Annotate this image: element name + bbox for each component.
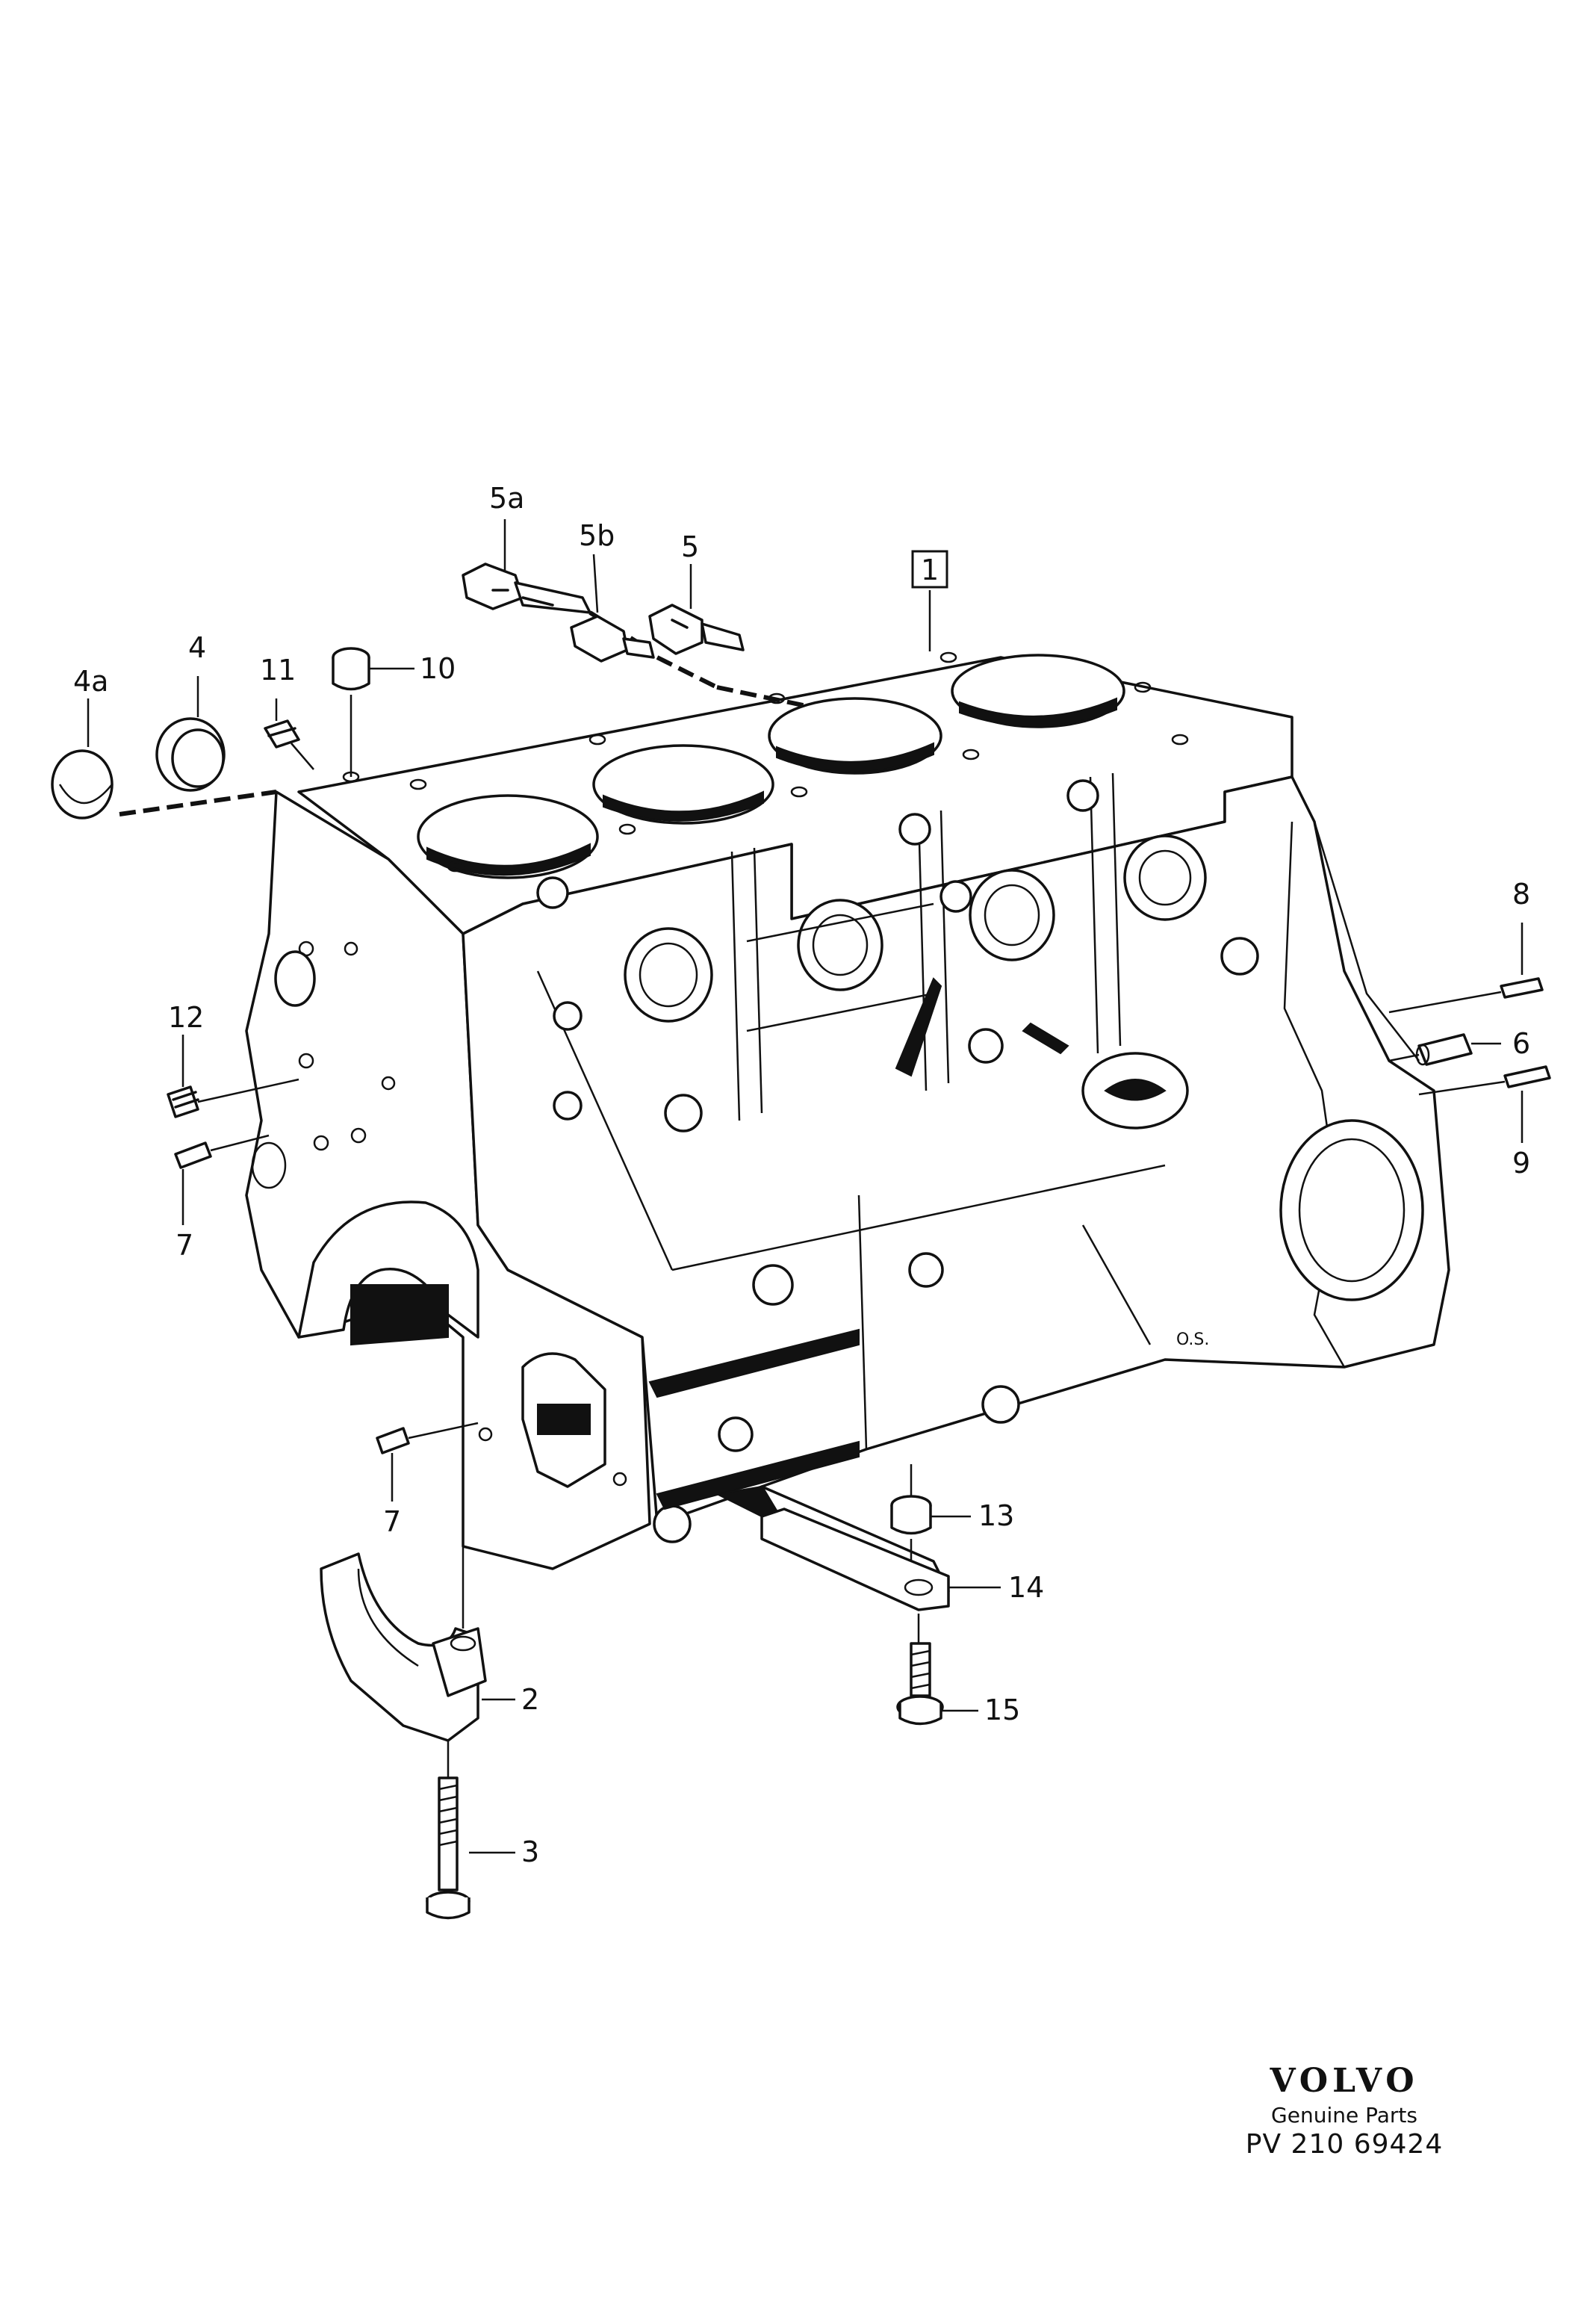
part-10-dowel-sleeve xyxy=(332,647,370,777)
callout-4: 4 xyxy=(188,631,206,664)
part-7-dowel-left xyxy=(174,1134,270,1169)
callout-14: 14 xyxy=(1008,1571,1044,1604)
callout-11: 11 xyxy=(260,654,296,687)
callout-7-lower: 7 xyxy=(383,1505,401,1538)
part-7-dowel-lower xyxy=(376,1422,479,1454)
part-4-cap xyxy=(155,717,226,792)
leader-4a-to-block xyxy=(119,790,277,817)
callout-9: 9 xyxy=(1512,1147,1530,1180)
callout-8: 8 xyxy=(1512,878,1530,911)
callout-1: 1 xyxy=(921,554,939,586)
part-13-sleeve xyxy=(890,1464,932,1569)
side-ports xyxy=(624,834,1424,1301)
block-ribs xyxy=(536,772,1166,1450)
callout-10: 10 xyxy=(420,652,456,685)
artist-initials: O.S. xyxy=(1176,1330,1209,1349)
callout-6: 6 xyxy=(1512,1027,1530,1060)
callout-15: 15 xyxy=(984,1694,1020,1726)
front-face-holes xyxy=(251,941,627,1487)
part-8-dowel xyxy=(1388,977,1544,1014)
part-6-sleeve xyxy=(1388,1033,1473,1066)
part-4a-plug xyxy=(51,749,114,819)
brand-block: VOLVO Genuine Parts PV 210 69424 xyxy=(1225,2062,1464,2160)
brand-tagline: Genuine Parts xyxy=(1271,2103,1417,2128)
volvo-logo: VOLVO xyxy=(1270,2062,1419,2100)
cylinder-block xyxy=(245,651,1450,1593)
callout-13: 13 xyxy=(978,1499,1014,1532)
part-2-main-bearing-cap xyxy=(320,1457,487,1742)
callout-labels: 5a 5b 5 1 4 4a 11 10 8 6 9 12 7 7 13 14 … xyxy=(73,482,1530,1868)
part-3-cap-bolt xyxy=(426,1741,470,1920)
callout-1-box xyxy=(911,550,948,589)
part-5b-sender xyxy=(570,615,718,690)
callout-5b: 5b xyxy=(579,519,615,552)
part-11-plug xyxy=(264,719,314,770)
part-15-bolt xyxy=(896,1642,944,1726)
callout-leader-lines xyxy=(87,519,1524,1854)
part-5-sender xyxy=(648,604,807,708)
part-9-dowel xyxy=(1418,1065,1551,1096)
callout-12: 12 xyxy=(168,1001,204,1034)
part-12-plug xyxy=(167,1078,299,1118)
callout-5a: 5a xyxy=(489,482,524,515)
callout-5: 5 xyxy=(681,530,699,563)
part-14-bracket xyxy=(760,1507,950,1643)
callout-2: 2 xyxy=(521,1683,539,1716)
callout-3: 3 xyxy=(521,1835,539,1868)
diagram-code: PV 210 69424 xyxy=(1245,2129,1444,2160)
block-bosses xyxy=(536,779,1259,1543)
part-5a-sender xyxy=(462,563,651,652)
callout-7-left: 7 xyxy=(176,1229,193,1262)
callout-4a: 4a xyxy=(73,665,108,698)
